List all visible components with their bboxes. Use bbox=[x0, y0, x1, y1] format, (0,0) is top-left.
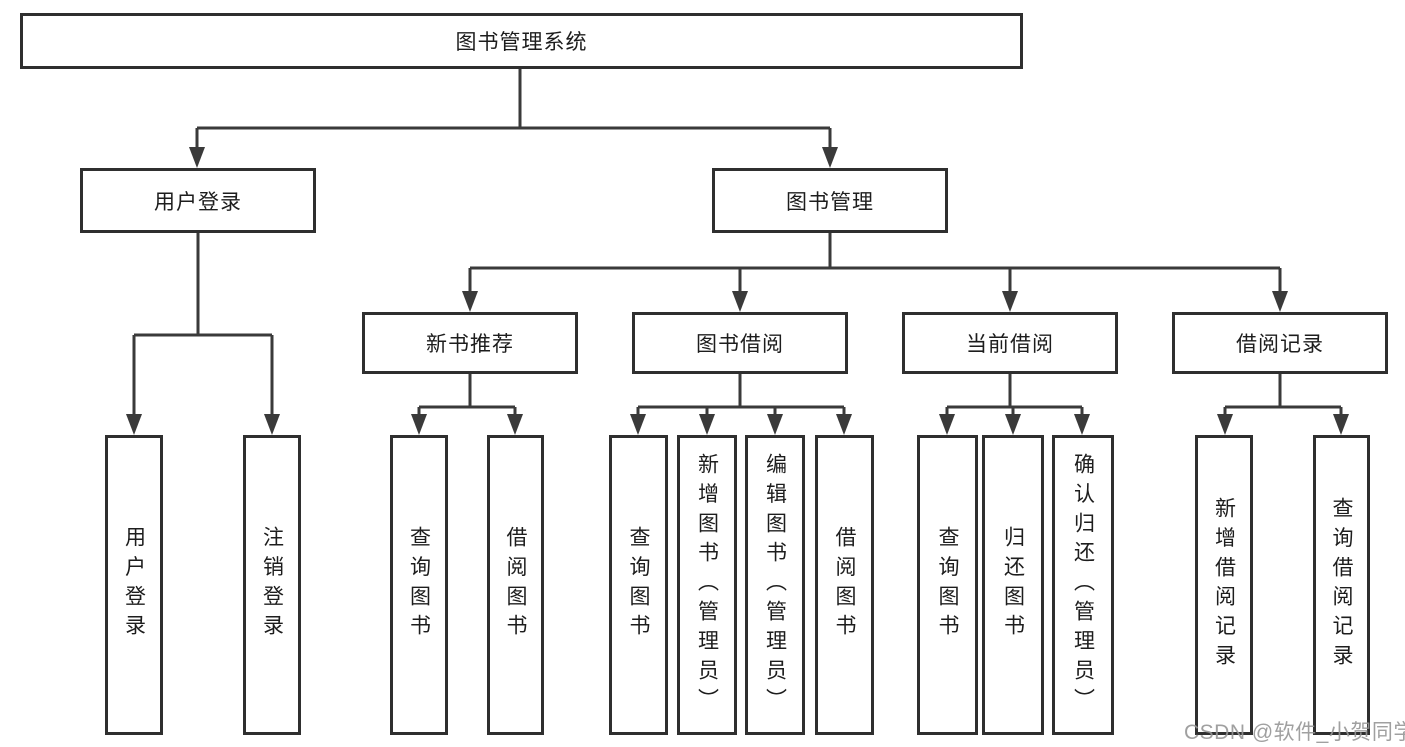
leaf-records-add-record: 新增借阅记录 bbox=[1195, 435, 1253, 735]
node-book-management: 图书管理 bbox=[712, 168, 948, 233]
leaf-current-query-books: 查询图书 bbox=[917, 435, 978, 735]
leaf-borrow-query-books: 查询图书 bbox=[609, 435, 668, 735]
leaf-newrec-query-books: 查询图书 bbox=[390, 435, 448, 735]
node-label: 确认归还（管理员） bbox=[1071, 452, 1095, 718]
node-label: 归还图书 bbox=[1001, 526, 1025, 644]
node-label: 注销登录 bbox=[260, 526, 284, 644]
leaf-logout: 注销登录 bbox=[243, 435, 301, 735]
node-label: 查询图书 bbox=[936, 526, 959, 644]
node-book-borrowing: 图书借阅 bbox=[632, 312, 848, 374]
node-label: 查询图书 bbox=[627, 526, 650, 644]
node-current-borrowing: 当前借阅 bbox=[902, 312, 1118, 374]
node-user-login: 用户登录 bbox=[80, 168, 316, 233]
node-borrowing-records: 借阅记录 bbox=[1172, 312, 1388, 374]
node-new-book-recommend: 新书推荐 bbox=[362, 312, 578, 374]
node-label: 图书管理系统 bbox=[455, 31, 588, 54]
leaf-current-confirm-return-admin: 确认归还（管理员） bbox=[1052, 435, 1114, 735]
leaf-user-login: 用户登录 bbox=[105, 435, 163, 735]
node-label: 新书推荐 bbox=[426, 333, 514, 356]
node-label: 图书管理 bbox=[786, 190, 874, 214]
leaf-borrow-add-books-admin: 新增图书（管理员） bbox=[677, 435, 737, 735]
leaf-newrec-borrow-books: 借阅图书 bbox=[487, 435, 544, 735]
node-label: 新增图书（管理员） bbox=[695, 452, 719, 718]
node-label: 用户登录 bbox=[122, 526, 146, 644]
node-label: 借阅图书 bbox=[833, 526, 856, 644]
node-label: 查询借阅记录 bbox=[1330, 496, 1353, 674]
node-label: 用户登录 bbox=[154, 190, 242, 214]
node-label: 借阅图书 bbox=[504, 526, 527, 644]
node-label: 借阅记录 bbox=[1236, 333, 1324, 356]
node-label: 新增借阅记录 bbox=[1212, 496, 1236, 674]
leaf-records-query-record: 查询借阅记录 bbox=[1313, 435, 1370, 735]
leaf-borrow-edit-books-admin: 编辑图书（管理员） bbox=[745, 435, 805, 735]
leaf-borrow-borrow-books: 借阅图书 bbox=[815, 435, 874, 735]
csdn-watermark: CSDN @软件_小贺同学 bbox=[1184, 721, 1405, 744]
arrowheads bbox=[126, 147, 1349, 435]
leaf-current-return-books: 归还图书 bbox=[982, 435, 1044, 735]
node-label: 查询图书 bbox=[407, 526, 431, 644]
node-label: 编辑图书（管理员） bbox=[763, 452, 787, 718]
node-label: 当前借阅 bbox=[966, 333, 1054, 356]
node-library-management-system: 图书管理系统 bbox=[20, 13, 1023, 69]
node-label: 图书借阅 bbox=[696, 333, 784, 356]
